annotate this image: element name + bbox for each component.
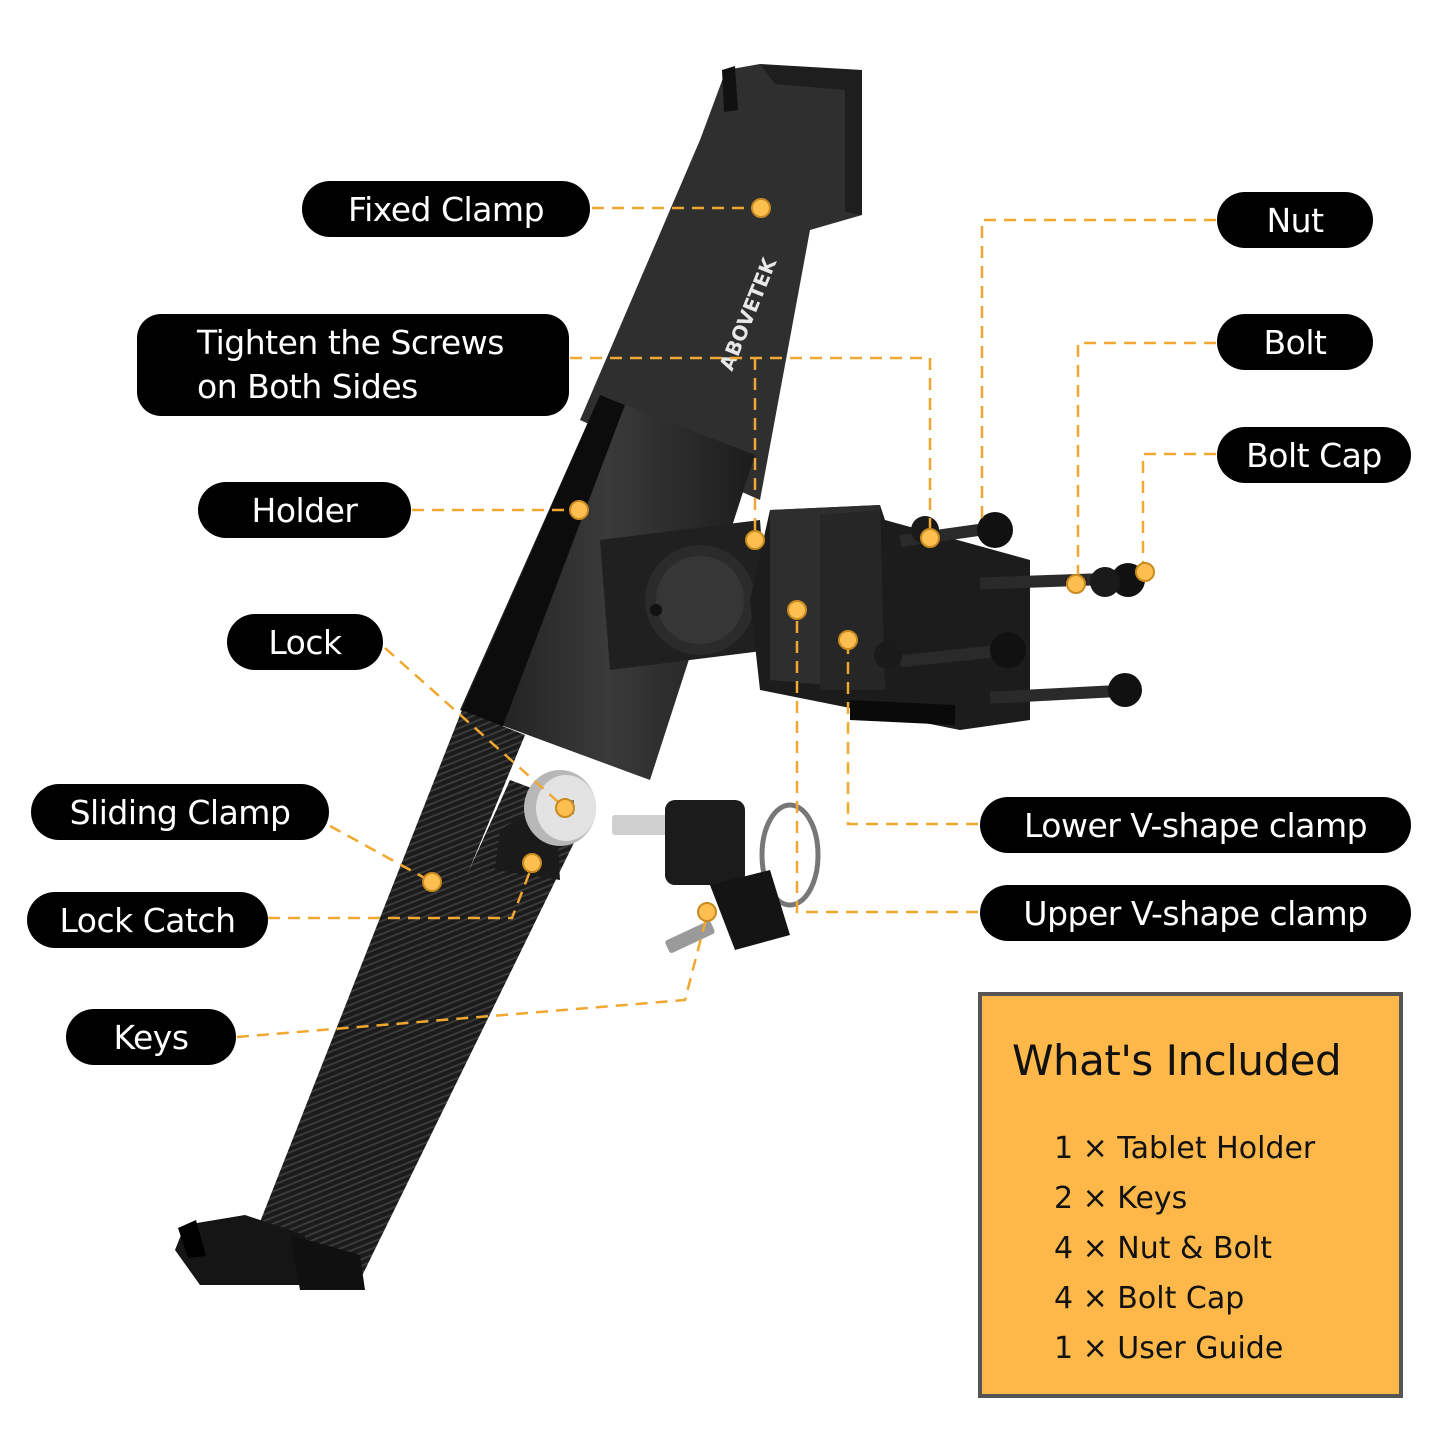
label-tighten-line2: on Both Sides: [197, 367, 418, 406]
label-nut: Nut: [1217, 192, 1373, 248]
label-bolt-cap: Bolt Cap: [1217, 427, 1411, 483]
leader-lines: [236, 206, 1216, 1039]
label-fixed-clamp: Fixed Clamp: [302, 181, 590, 237]
whats-included-box: What's Included 1 × Tablet Holder 2 × Ke…: [978, 992, 1403, 1398]
label-tighten-screws: Tighten the Screws on Both Sides: [137, 314, 569, 416]
marker-dots: [422, 198, 1155, 922]
label-lock: Lock: [227, 614, 383, 670]
fixed-clamp-shape: [580, 64, 862, 500]
label-keys: Keys: [66, 1009, 236, 1065]
label-bolt: Bolt: [1217, 314, 1373, 370]
included-item: 1 × Tablet Holder: [1054, 1131, 1316, 1166]
included-item: 4 × Bolt Cap: [1054, 1281, 1245, 1316]
label-lower-v-clamp: Lower V-shape clamp: [980, 797, 1411, 853]
sliding-clamp-shape: [175, 710, 590, 1290]
bolts-shape: [874, 512, 1145, 707]
included-item: 2 × Keys: [1054, 1181, 1188, 1216]
label-lock-catch: Lock Catch: [27, 892, 268, 948]
label-tighten-line1: Tighten the Screws: [197, 323, 504, 362]
whats-included-list: 1 × Tablet Holder 2 × Keys 4 × Nut & Bol…: [1054, 1124, 1315, 1374]
keys-shape: [612, 800, 821, 953]
label-upper-v-clamp: Upper V-shape clamp: [980, 885, 1411, 941]
label-sliding-clamp: Sliding Clamp: [31, 784, 329, 840]
label-holder: Holder: [198, 482, 411, 538]
whats-included-title: What's Included: [1012, 1036, 1342, 1085]
included-item: 1 × User Guide: [1054, 1331, 1284, 1366]
v-clamp-shape: [750, 505, 1030, 730]
swivel-joint-shape: [600, 520, 770, 670]
included-item: 4 × Nut & Bolt: [1054, 1231, 1273, 1266]
